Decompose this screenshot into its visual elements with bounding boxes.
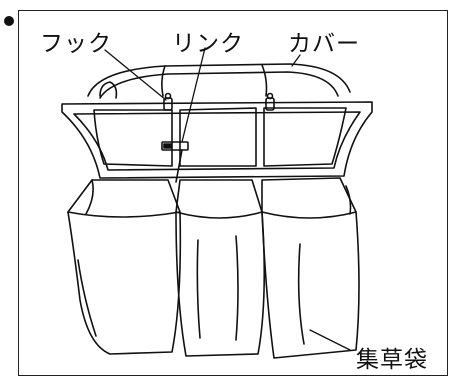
hook-leader <box>104 49 167 101</box>
grass-bag-middle <box>175 179 266 357</box>
cover-frame-outer <box>61 101 373 179</box>
link-latch <box>161 141 189 183</box>
hook-right <box>265 92 275 111</box>
grass-bag-middle-rim <box>175 211 263 219</box>
cover-frame-inner <box>73 111 361 171</box>
grass-bag-middle-fold <box>196 235 239 341</box>
hook-label: フック <box>40 31 112 57</box>
cover-label: カバー <box>288 31 360 57</box>
grass-bag-right-rim <box>261 211 357 219</box>
grass-bag-right <box>261 177 360 359</box>
leader-lines <box>104 47 351 351</box>
cover <box>61 63 373 183</box>
grass-bag-right-fold <box>297 185 352 345</box>
cover-panel-mid <box>179 107 257 167</box>
hook-left <box>163 92 173 111</box>
grass-bag-left-rim <box>67 211 181 218</box>
link-label: リンク <box>172 31 244 57</box>
grass-bags <box>67 177 360 359</box>
bag-leader <box>309 329 351 351</box>
cover-panel-left <box>93 109 173 167</box>
grass-bag-left <box>67 179 182 355</box>
cover-panel-right <box>263 107 347 167</box>
grass-bag-left-fold <box>77 179 97 337</box>
cover-segment-2 <box>261 64 268 97</box>
grass-bag-label: 集草袋 <box>356 347 428 373</box>
bullet-mark <box>4 16 14 26</box>
cover-segment-1 <box>161 65 166 97</box>
cover-top-rim-inner <box>99 71 339 99</box>
cover-left-ear <box>99 81 118 99</box>
link-leader <box>181 47 206 143</box>
